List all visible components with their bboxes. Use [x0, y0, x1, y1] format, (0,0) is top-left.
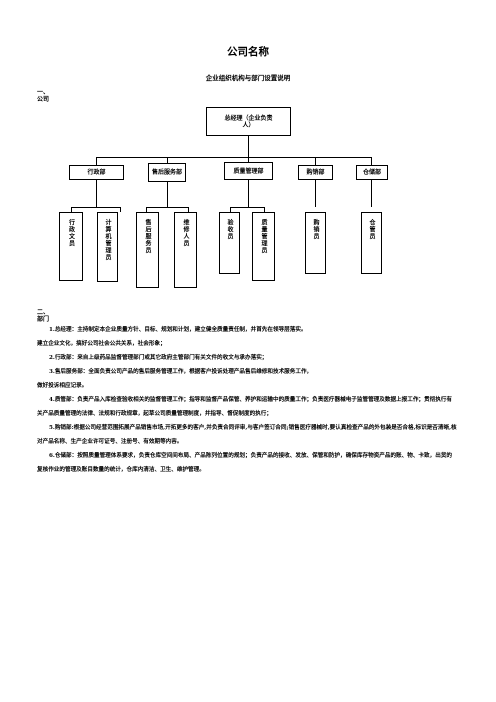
org-box-label: 维修人员 — [182, 219, 189, 247]
org-box-label: 行政部 — [87, 169, 106, 176]
paragraph: 4.质管部：负责产品入库检查验收相关的监督管理工作；指导和监督产品保管、养护和运… — [37, 397, 452, 417]
connector-line — [315, 180, 316, 207]
connector-line — [230, 207, 231, 212]
section-1-label: 公司 — [37, 96, 50, 103]
connector-line — [146, 207, 188, 208]
org-box-maintenance-staff: 维修人员 — [174, 212, 197, 288]
connector-line — [146, 207, 147, 212]
org-box-admin-clerk: 行政文员 — [59, 212, 83, 281]
connector-line — [188, 207, 189, 212]
connector-line — [71, 207, 72, 212]
connector-line — [167, 182, 168, 207]
paragraph: 5.购销部:根据公司经营范围拓展产品销售市场,开拓更多的客户,并负责合同评审,与… — [37, 425, 457, 445]
connector-line — [248, 180, 249, 207]
org-box-warehouse-keeper: 仓管员 — [361, 212, 382, 274]
org-box-label: 计算机管理员 — [104, 219, 111, 261]
org-box-inspector: 验收员 — [219, 212, 240, 274]
paragraph: 2.行政部：来自上级药品监督管理部门或其它政府主管部门有关文件的收文与承办落实； — [49, 355, 268, 361]
connector-line — [71, 207, 121, 208]
org-box-label: 购销员 — [312, 219, 319, 240]
org-box-label: 总经理（企业负责人） — [224, 114, 273, 129]
page-subtitle: 企业组织机构与部门设置说明 — [205, 74, 291, 82]
paragraph: 3.售后服务部：全面负责公司产品的售后服务管理工作，根据客户投诉处理产品售后维修… — [49, 369, 313, 375]
org-box-sales-dept: 购销部 — [298, 165, 333, 180]
paragraph: 1.总经理：主持制定本企业质量方针、目标、规划和计划，建立健全质量责任制，并首先… — [49, 327, 307, 333]
connector-line — [371, 180, 372, 207]
connector-line — [167, 157, 168, 163]
connector-line — [264, 207, 265, 212]
connector-line — [96, 157, 372, 158]
section-2-number: 二、 — [37, 309, 50, 316]
department-descriptions: 1.总经理：主持制定本企业质量方针、目标、规划和计划，建立健全质量责任制，并首先… — [37, 323, 457, 477]
org-box-admin-dept: 行政部 — [69, 165, 124, 180]
org-box-label: 质量管理员 — [260, 219, 267, 254]
connector-line — [248, 136, 249, 157]
org-box-label: 售后服务员 — [144, 219, 151, 254]
org-box-label: 验收员 — [226, 219, 233, 240]
connector-line — [371, 157, 372, 165]
org-box-sales-staff: 购销员 — [305, 212, 326, 274]
section-2-label: 部门 — [37, 316, 50, 323]
org-box-label: 仓管员 — [368, 219, 375, 240]
org-box-computer-admin: 计算机管理员 — [97, 212, 118, 282]
org-box-after-sales-dept: 售后服务部 — [148, 163, 186, 182]
connector-line — [230, 207, 264, 208]
org-box-label: 质量管理部 — [233, 167, 264, 175]
page-title: 公司名称 — [227, 46, 269, 58]
org-box-quality-dept: 质量管理部 — [224, 162, 273, 180]
section-1-number: 一、 — [37, 89, 50, 96]
paragraph: 做好投诉相应记录。 — [37, 383, 88, 389]
connector-line — [96, 180, 97, 207]
section-2-heading: 二、 部门 — [37, 309, 49, 323]
org-box-after-sales-staff: 售后服务员 — [136, 212, 159, 288]
paragraph: 建立企业文化，搞好公司社会公共关系，社会形象； — [37, 341, 166, 347]
org-box-quality-manager: 质量管理员 — [252, 212, 275, 281]
org-box-label: 行政文员 — [67, 219, 75, 247]
connector-line — [248, 157, 249, 162]
org-box-label: 仓储部 — [362, 169, 381, 176]
connector-line — [315, 157, 316, 165]
connector-line — [96, 157, 97, 165]
paragraph: 6.仓储部：按照质量管理体系要求，负责仓库空间间布局、产品陈列位置的规划；负责产… — [37, 453, 452, 473]
org-box-warehouse-dept: 仓储部 — [356, 165, 388, 180]
connector-line — [120, 207, 121, 212]
org-box-label: 售后服务部 — [152, 169, 183, 176]
org-box-general-manager: 总经理（企业负责人） — [206, 107, 291, 136]
org-box-label: 购销部 — [306, 169, 325, 176]
section-1-heading: 一、 公司 — [37, 89, 49, 103]
